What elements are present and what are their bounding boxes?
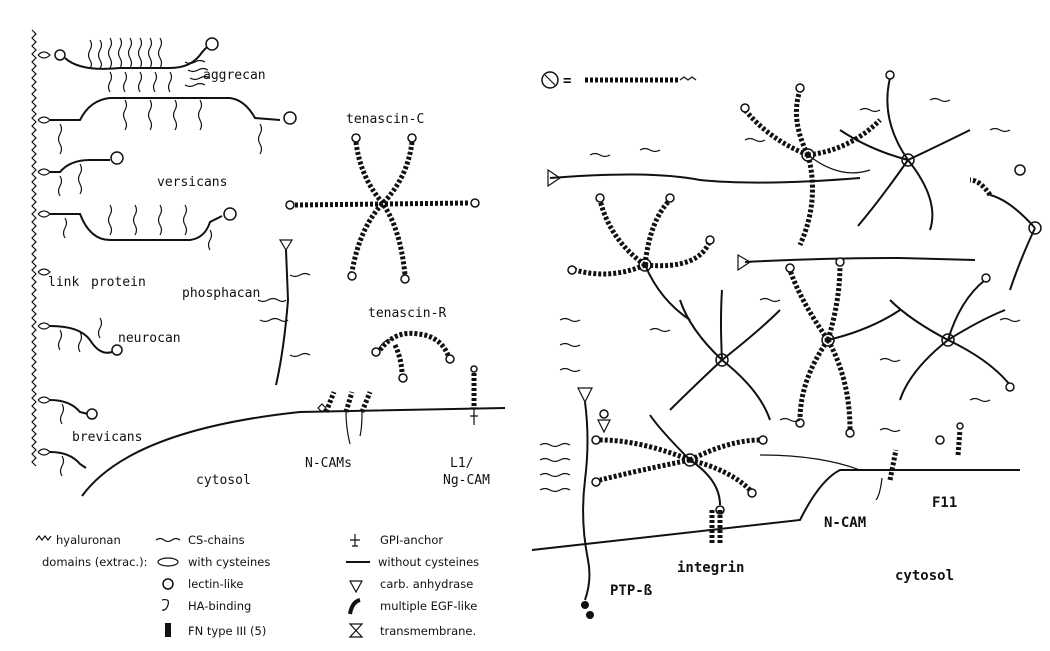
aggregate-node-4 — [670, 290, 780, 420]
aggregate-node-7 — [970, 180, 1041, 290]
aggregate-node-2 — [840, 78, 970, 230]
tenascin-c-molecule — [286, 134, 479, 283]
tenascin-r-label: tenascin-R — [368, 306, 446, 321]
neurocan-label: neurocan — [118, 331, 181, 346]
brevican-molecule-2 — [38, 449, 86, 476]
cs-chains — [540, 99, 1020, 492]
integrin-label: integrin — [677, 560, 744, 576]
phosphacan-molecule — [258, 240, 310, 385]
aggrecan-label: aggrecan — [203, 68, 266, 83]
legend-hyaluronan: hyaluronan — [56, 533, 121, 547]
fn-type-iii-icon — [165, 623, 171, 637]
ncams-label: N-CAMs — [305, 456, 352, 471]
ncam-label: N-CAM — [824, 515, 866, 531]
ha-binding-icon — [162, 600, 168, 611]
equals-sign: = — [563, 73, 571, 89]
brevicans-label: brevicans — [72, 430, 142, 445]
legend-with-cysteines: with cysteines — [188, 555, 270, 569]
ncam-molecules — [318, 392, 370, 444]
backbone-middle — [745, 258, 975, 262]
f11-label: F11 — [932, 495, 957, 511]
ncam-f11-molecules — [876, 423, 963, 500]
legend-transmembrane: transmembrane. — [380, 624, 476, 638]
aggregate-node-6 — [890, 280, 1010, 400]
legend-gpi-anchor: GPI-anchor — [380, 533, 443, 547]
l1-label-line1: L1/ — [450, 456, 473, 471]
aggrecan-molecule — [38, 38, 218, 92]
legend-cs-chains: CS-chains — [188, 533, 245, 547]
versican-molecule-2 — [38, 152, 123, 196]
aggregate-node-3 — [575, 200, 710, 320]
tenascin-c-label: tenascin-C — [346, 112, 424, 127]
left-panel: aggrecan versicans — [32, 30, 505, 638]
cell-membrane — [82, 408, 505, 496]
cysteine-ellipse-icon — [158, 558, 178, 566]
cs-chain-icon — [156, 539, 180, 542]
legend-without-cysteines: without cysteines — [378, 555, 479, 569]
legend-lectin: lectin-like — [188, 577, 243, 591]
lectin-icon — [163, 579, 173, 589]
hyaluronan-backbone — [32, 30, 36, 466]
legend-egf-like: multiple EGF-like — [380, 599, 477, 613]
aggregate-node-1 — [745, 90, 880, 245]
cytosol-label-left: cytosol — [196, 473, 251, 488]
cytosol-label-right: cytosol — [895, 568, 954, 584]
versican-molecule-1 — [38, 98, 296, 154]
legend-domains: domains (extrac.): — [42, 555, 148, 569]
legend-carb-anhydrase: carb. anhydrase — [380, 577, 473, 591]
phosphacan-label: phosphacan — [182, 286, 260, 301]
brevican-molecule-1 — [38, 397, 97, 424]
transmembrane-icon — [350, 624, 362, 637]
neurocan-molecule — [38, 318, 122, 355]
right-panel: = — [532, 71, 1041, 619]
legend: hyaluronan domains (extrac.): CS-chains … — [36, 533, 479, 638]
link-label: link — [48, 275, 79, 290]
tenascin-r-molecule — [372, 333, 454, 382]
hyaluronan-icon — [36, 536, 51, 540]
legend-fn-type-iii: FN type III (5) — [188, 624, 266, 638]
l1-label-line2: Ng-CAM — [443, 473, 490, 488]
versican-molecule-3 — [38, 205, 236, 250]
versicans-label: versicans — [157, 175, 227, 190]
aggregate-node-5 — [790, 265, 900, 430]
gpi-anchor-icon — [350, 534, 360, 546]
protein-label: protein — [91, 275, 146, 290]
integrin-molecule — [712, 510, 720, 545]
carb-anhydrase-icon — [350, 581, 362, 592]
ptp-receptor — [578, 388, 610, 619]
legend-ha-binding: HA-binding — [188, 599, 251, 613]
l1-molecule — [470, 366, 478, 425]
ptp-label: PTP-ß — [610, 583, 653, 599]
aggregate-node-8 — [600, 415, 760, 505]
egf-like-icon — [350, 600, 360, 614]
